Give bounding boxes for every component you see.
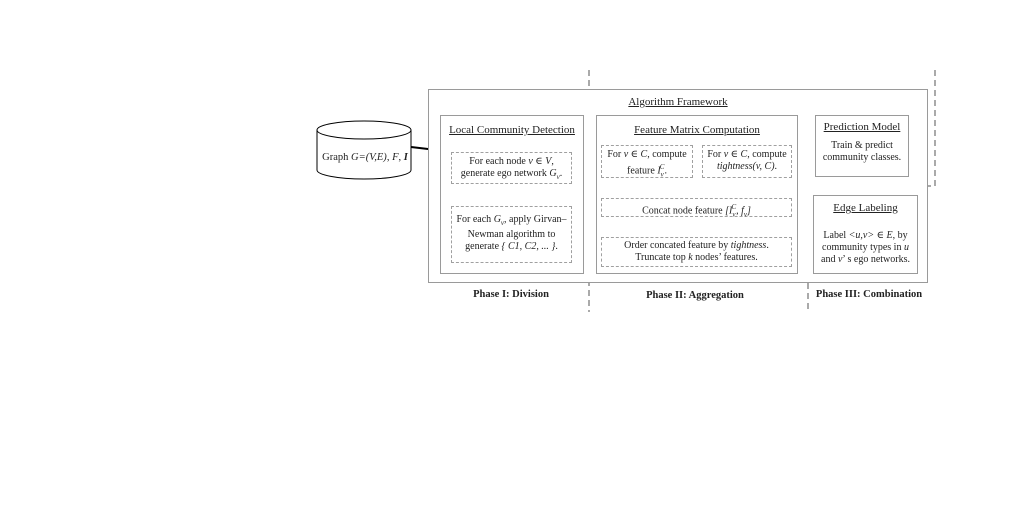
graph-cylinder: Graph G=(V,E), F, I	[316, 120, 412, 180]
feature-matrix-title: Feature Matrix Computation	[634, 124, 760, 136]
local-community-title: Local Community Detection	[449, 124, 575, 136]
tightness-compute-box: For v ∈ C, compute tightness(v, C).	[702, 145, 792, 178]
edge-labeling-box: Edge Labeling Label <u,v> ∈ E, by commun…	[813, 195, 918, 274]
order-truncate-box: Order concated feature by tightness. Tru…	[601, 237, 792, 267]
cylinder-shape	[316, 120, 412, 180]
girvan-newman-box: For each Gv, apply Girvan– Newman algori…	[451, 206, 572, 263]
phase-2-label: Phase II: Aggregation	[646, 290, 744, 301]
phase-1-label: Phase I: Division	[473, 289, 549, 300]
phase-3-label: Phase III: Combination	[815, 289, 923, 300]
edge-labeling-title: Edge Labeling	[833, 202, 898, 214]
graph-label: Graph G=(V,E), F, I	[322, 152, 408, 163]
feature-compute-box: For v ∈ C, compute feature IvC.	[601, 145, 693, 178]
concat-feature-box: Concat node feature [IvC, fv]	[601, 198, 792, 218]
ego-network-box: For each node v ∈ V, generate ego networ…	[451, 152, 572, 184]
framework-title: Algorithm Framework	[628, 96, 728, 108]
prediction-model-title: Prediction Model	[823, 121, 901, 133]
